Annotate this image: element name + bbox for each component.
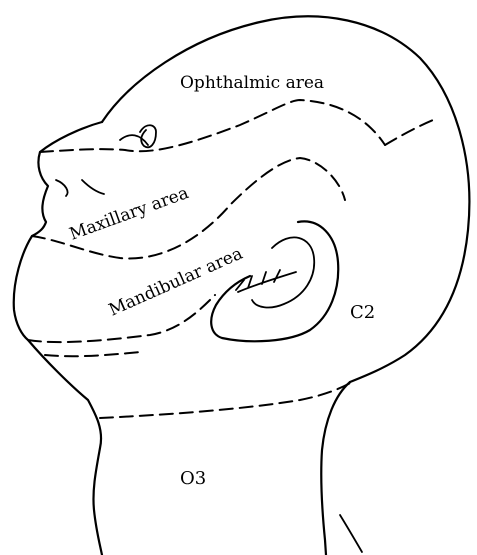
label-ophthalmic-area: Ophthalmic area [180, 73, 324, 93]
nostril-sketch [56, 180, 68, 196]
boundary-maxillary-mandibular [32, 158, 345, 258]
label-maxillary-area: Maxillary area [67, 183, 191, 245]
ear-stitch-sketch [236, 270, 296, 292]
neck-contour-stroke [340, 515, 362, 552]
ear-inner-helix [252, 237, 314, 307]
label-mandibular-area: Mandibular area [106, 244, 246, 321]
label-c2: C2 [350, 302, 375, 323]
nasal-crease-sketch [82, 180, 104, 194]
label-o3: O3 [180, 468, 206, 489]
boundary-ophthalmic-c2 [385, 118, 438, 145]
boundary-c2-o3 [100, 382, 352, 418]
eye-sketch [120, 135, 148, 145]
neck-back-outline [321, 382, 350, 555]
boundary-chin-curve [45, 352, 140, 356]
